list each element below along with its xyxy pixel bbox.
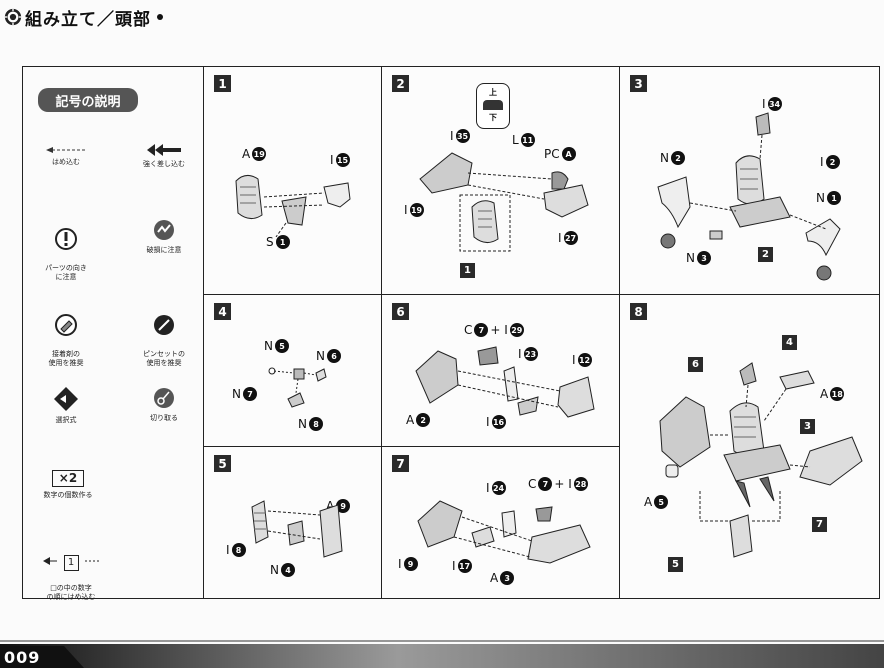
part-illustration xyxy=(415,346,595,418)
scissors-icon xyxy=(154,388,174,408)
orientation-guide: 上 下 xyxy=(476,83,510,129)
legend-title: 記号の説明 xyxy=(38,88,138,112)
legend-item-breakage: 破損に注意 xyxy=(134,218,194,255)
dashed-arrow-icon xyxy=(46,147,86,153)
sub-step-badge: 2 xyxy=(758,247,773,262)
sub-step-badge: 7 xyxy=(812,517,827,532)
sub-step-badge: 1 xyxy=(460,263,475,278)
page-header: 組み立て／頭部 xyxy=(4,6,163,30)
legend-item-insert: はめ込む xyxy=(36,146,96,167)
part-illustration xyxy=(659,362,863,558)
legend-panel: 記号の説明 はめ込む 強く差し込む パーツの向き に注意 破損に注意 接着剤の … xyxy=(22,66,204,602)
exclamation-icon xyxy=(55,228,77,250)
part-illustration xyxy=(235,175,351,237)
page-title: 組み立て／頭部 xyxy=(25,9,151,30)
legend-item-glue: 接着剤の 使用を推奨 xyxy=(36,304,96,368)
step-number: 8 xyxy=(630,303,647,320)
step-number: 4 xyxy=(214,303,231,320)
step-number: 1 xyxy=(214,75,231,92)
legend-item-tweezers: ピンセットの 使用を推奨 xyxy=(134,304,194,368)
optional-icon xyxy=(54,387,78,411)
sub-step-badge: 4 xyxy=(782,335,797,350)
sub-step-badge: 3 xyxy=(800,419,815,434)
step-number: 6 xyxy=(392,303,409,320)
step-number: 2 xyxy=(392,75,409,92)
step-number: 7 xyxy=(392,455,409,472)
arrow-left-icon xyxy=(42,557,57,565)
sub-step-badge: 5 xyxy=(668,557,683,572)
sub-step-badge: 6 xyxy=(688,357,703,372)
count-badge: ×2 xyxy=(52,470,84,487)
step-number: 5 xyxy=(214,455,231,472)
legend-item-orientation: パーツの向き に注意 xyxy=(36,218,96,282)
part-illustration xyxy=(417,500,591,564)
part-illustration xyxy=(268,367,327,408)
step-number: 3 xyxy=(630,75,647,92)
double-arrow-icon xyxy=(147,144,181,156)
legend-item-make-count: ×2 数字の個数作る xyxy=(43,470,93,499)
footer-bar xyxy=(0,640,884,668)
tweezers-icon xyxy=(154,315,174,335)
page-number: 009 xyxy=(4,648,41,667)
glue-icon xyxy=(55,314,77,336)
part-illustration xyxy=(657,112,841,281)
legend-item-order: 1 □の中の数字 の順にはめ込む xyxy=(36,546,106,602)
part-illustration xyxy=(419,152,589,252)
part-illustration xyxy=(251,500,343,558)
legend-item-optional: 選択式 xyxy=(36,386,96,425)
gear-icon xyxy=(4,8,22,26)
legend-item-cut: 切り取る xyxy=(134,386,194,423)
breakage-icon xyxy=(154,220,174,240)
title-dot xyxy=(157,14,163,20)
legend-item-push-hard: 強く差し込む xyxy=(134,144,194,169)
order-badge: 1 xyxy=(63,555,79,571)
orientation-part-icon xyxy=(483,100,503,110)
